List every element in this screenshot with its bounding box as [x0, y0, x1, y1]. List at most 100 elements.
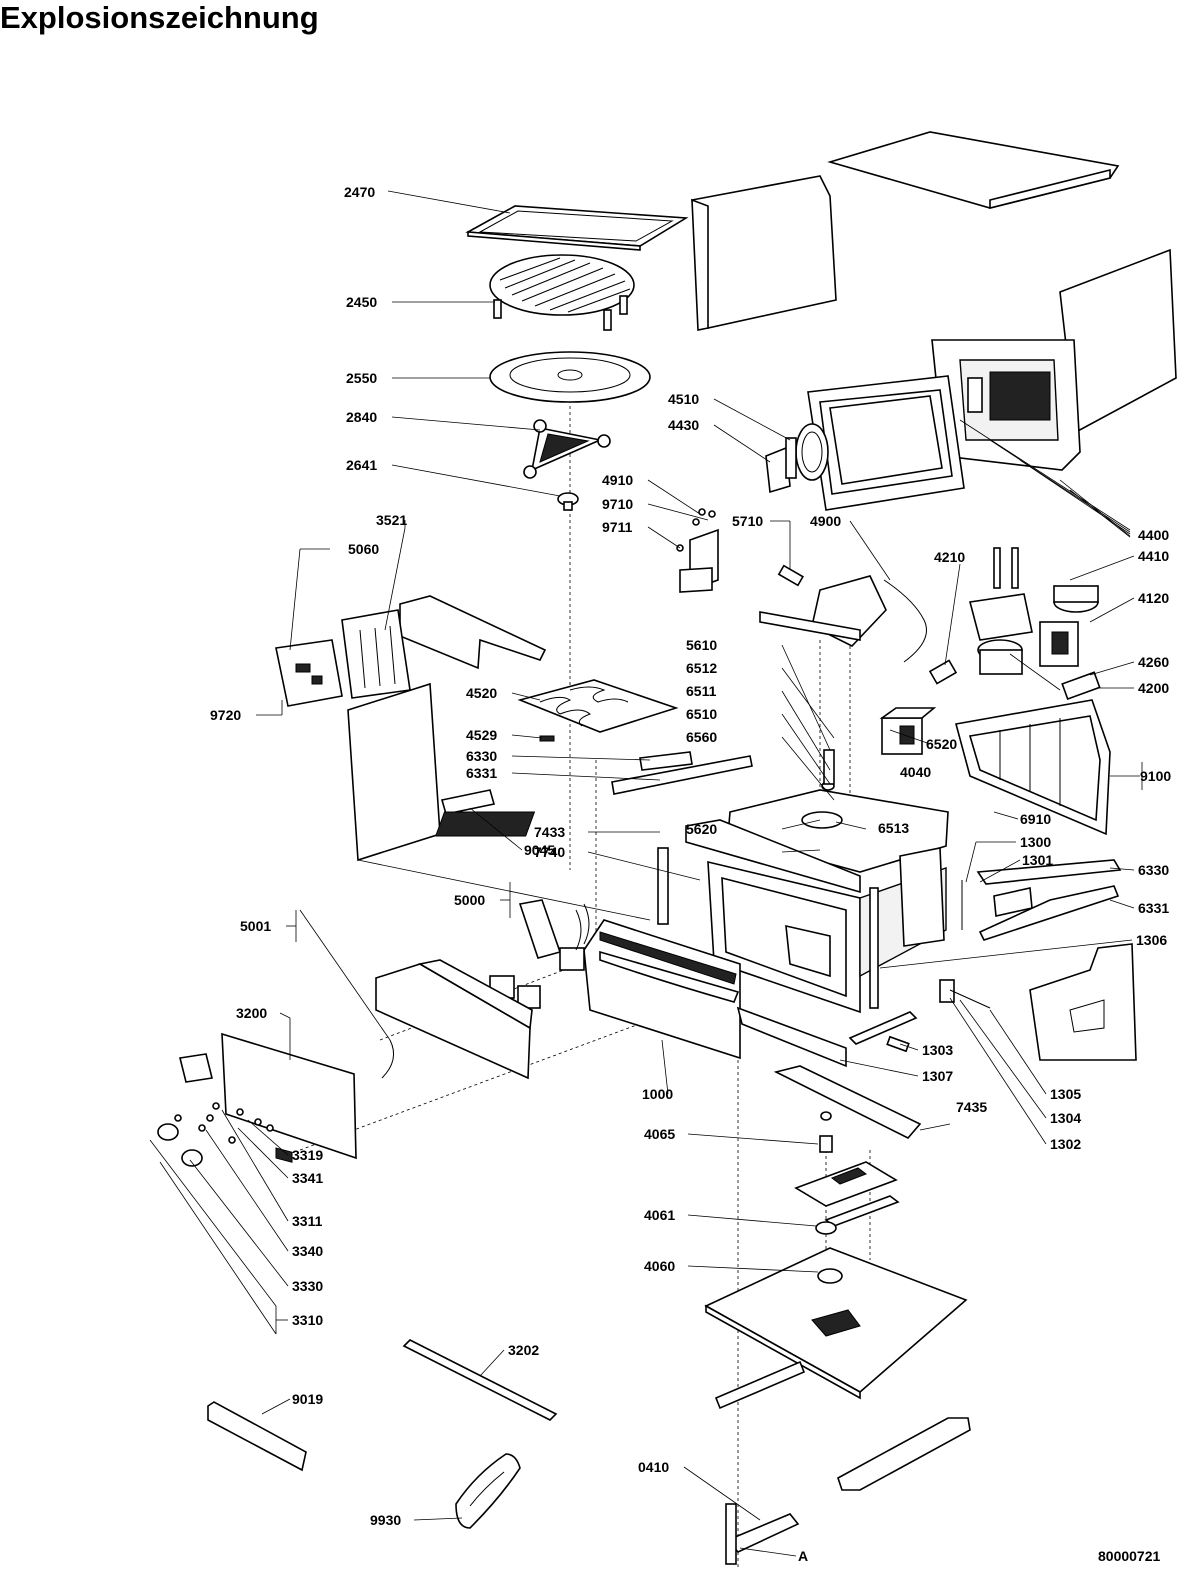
page-title: Explosionszeichnung: [0, 0, 319, 35]
label-5060: 5060: [348, 541, 379, 557]
label-7435: 7435: [956, 1099, 987, 1115]
label-9100: 9100: [1140, 768, 1171, 784]
leader-lines: [149, 190, 1143, 1557]
label-4120: 4120: [1138, 590, 1169, 606]
label-4061: 4061: [644, 1207, 675, 1223]
label-6511: 6511: [686, 683, 717, 699]
outer-casing: [691, 131, 1177, 471]
label-4065: 4065: [644, 1126, 675, 1142]
label-6510: 6510: [686, 706, 717, 722]
label-1304: 1304: [1050, 1110, 1081, 1126]
label-4060: 4060: [644, 1258, 675, 1274]
part-2550-turntable-plate: [489, 351, 651, 403]
label-6520: 6520: [926, 736, 957, 752]
part-3202-strip: [402, 1339, 558, 1421]
label-1307: 1307: [922, 1068, 953, 1084]
part-4900-fan-bracket: [759, 575, 958, 685]
label-6331-left: 6331: [466, 765, 497, 781]
label-1300: 1300: [1020, 834, 1051, 850]
label-4529: 4529: [466, 727, 497, 743]
label-6910: 6910: [1020, 811, 1051, 827]
part-4529-clip: [539, 735, 555, 742]
part-3200-control-panel: [179, 1032, 357, 1163]
label-4260: 4260: [1138, 654, 1169, 670]
label-6330-right: 6330: [1138, 862, 1169, 878]
label-1306: 1306: [1136, 932, 1167, 948]
label-4040: 4040: [900, 764, 931, 780]
label-4510: 4510: [668, 391, 699, 407]
part-number-labels: 2470 2450 2550 2840 2641 4510 4430 4910 …: [210, 184, 1171, 1564]
bottom-feet-rails: [714, 1360, 971, 1565]
part-4060-base-plate: [704, 1247, 968, 1400]
label-6330-left: 6330: [466, 748, 497, 764]
label-4200: 4200: [1138, 680, 1169, 696]
part-5001-control-frame: [375, 959, 533, 1080]
label-4910: 4910: [602, 472, 633, 488]
label-3319: 3319: [292, 1147, 323, 1163]
part-9019-cover: [207, 1401, 307, 1472]
label-1305: 1305: [1050, 1086, 1081, 1102]
part-9045-bracket: [440, 789, 496, 815]
part-4410-transformer: [968, 547, 1033, 675]
part-2641-coupler: [557, 492, 579, 511]
marker-a: A: [798, 1548, 808, 1564]
label-4400: 4400: [1138, 527, 1169, 543]
part-6331-rail: [611, 755, 753, 795]
part-6330-rail: [639, 751, 693, 771]
label-6331-right: 6331: [1138, 900, 1169, 916]
label-3200: 3200: [236, 1005, 267, 1021]
label-5610: 5610: [686, 637, 717, 653]
label-6512: 6512: [686, 660, 717, 676]
label-4900: 4900: [810, 513, 841, 529]
part-5710-thermal-fuse: [777, 564, 804, 587]
lower-right-parts: [736, 859, 1137, 1068]
label-3330: 3330: [292, 1278, 323, 1294]
label-4410: 4410: [1138, 548, 1169, 564]
label-0410: 0410: [638, 1459, 669, 1475]
part-5000-switch-assembly: [489, 899, 590, 1009]
label-9710: 9710: [602, 496, 633, 512]
part-2840-roller-ring: [523, 419, 611, 479]
part-4910-bracket: [676, 508, 719, 593]
part-4065-motor: [794, 1111, 900, 1227]
part-5060-control-board: [275, 639, 343, 707]
label-5620: 5620: [686, 821, 717, 837]
label-3310: 3310: [292, 1312, 323, 1328]
label-2450: 2450: [346, 294, 377, 310]
label-1302: 1302: [1050, 1136, 1081, 1152]
part-4061-coupling: [815, 1221, 837, 1235]
label-3311: 3311: [292, 1213, 323, 1229]
part-4120-magnetron: [1039, 585, 1099, 667]
label-1000: 1000: [642, 1086, 673, 1102]
label-9930: 9930: [370, 1512, 401, 1528]
label-5001: 5001: [240, 918, 271, 934]
label-5000: 5000: [454, 892, 485, 908]
part-3521-mounting-plate: [341, 595, 547, 699]
label-1303: 1303: [922, 1042, 953, 1058]
oven-cavity: [685, 819, 947, 1014]
label-2840: 2840: [346, 409, 377, 425]
control-knobs: [157, 1102, 274, 1167]
part-9930-holder: [455, 1453, 521, 1529]
label-5710: 5710: [732, 513, 763, 529]
label-7433: 7433: [534, 824, 565, 840]
part-7435-bottom-rail: [773, 1065, 922, 1139]
label-4520: 4520: [466, 685, 497, 701]
door-frame-parts: [765, 375, 965, 511]
part-2450-grill-rack: [489, 254, 635, 331]
part-2470-baking-tray: [465, 205, 689, 251]
label-2550: 2550: [346, 370, 377, 386]
label-6560: 6560: [686, 729, 717, 745]
part-7433-side-rail: [657, 847, 879, 1009]
label-9711: 9711: [602, 519, 633, 535]
label-6513: 6513: [878, 820, 909, 836]
label-3341: 3341: [292, 1170, 323, 1186]
label-2470: 2470: [344, 184, 375, 200]
label-7740: 7740: [534, 844, 565, 860]
label-9019: 9019: [292, 1391, 323, 1407]
label-3202: 3202: [508, 1342, 539, 1358]
part-4040-capacitor: [879, 707, 937, 755]
label-9045: 9045: [524, 842, 555, 858]
label-1301: 1301: [1022, 852, 1053, 868]
